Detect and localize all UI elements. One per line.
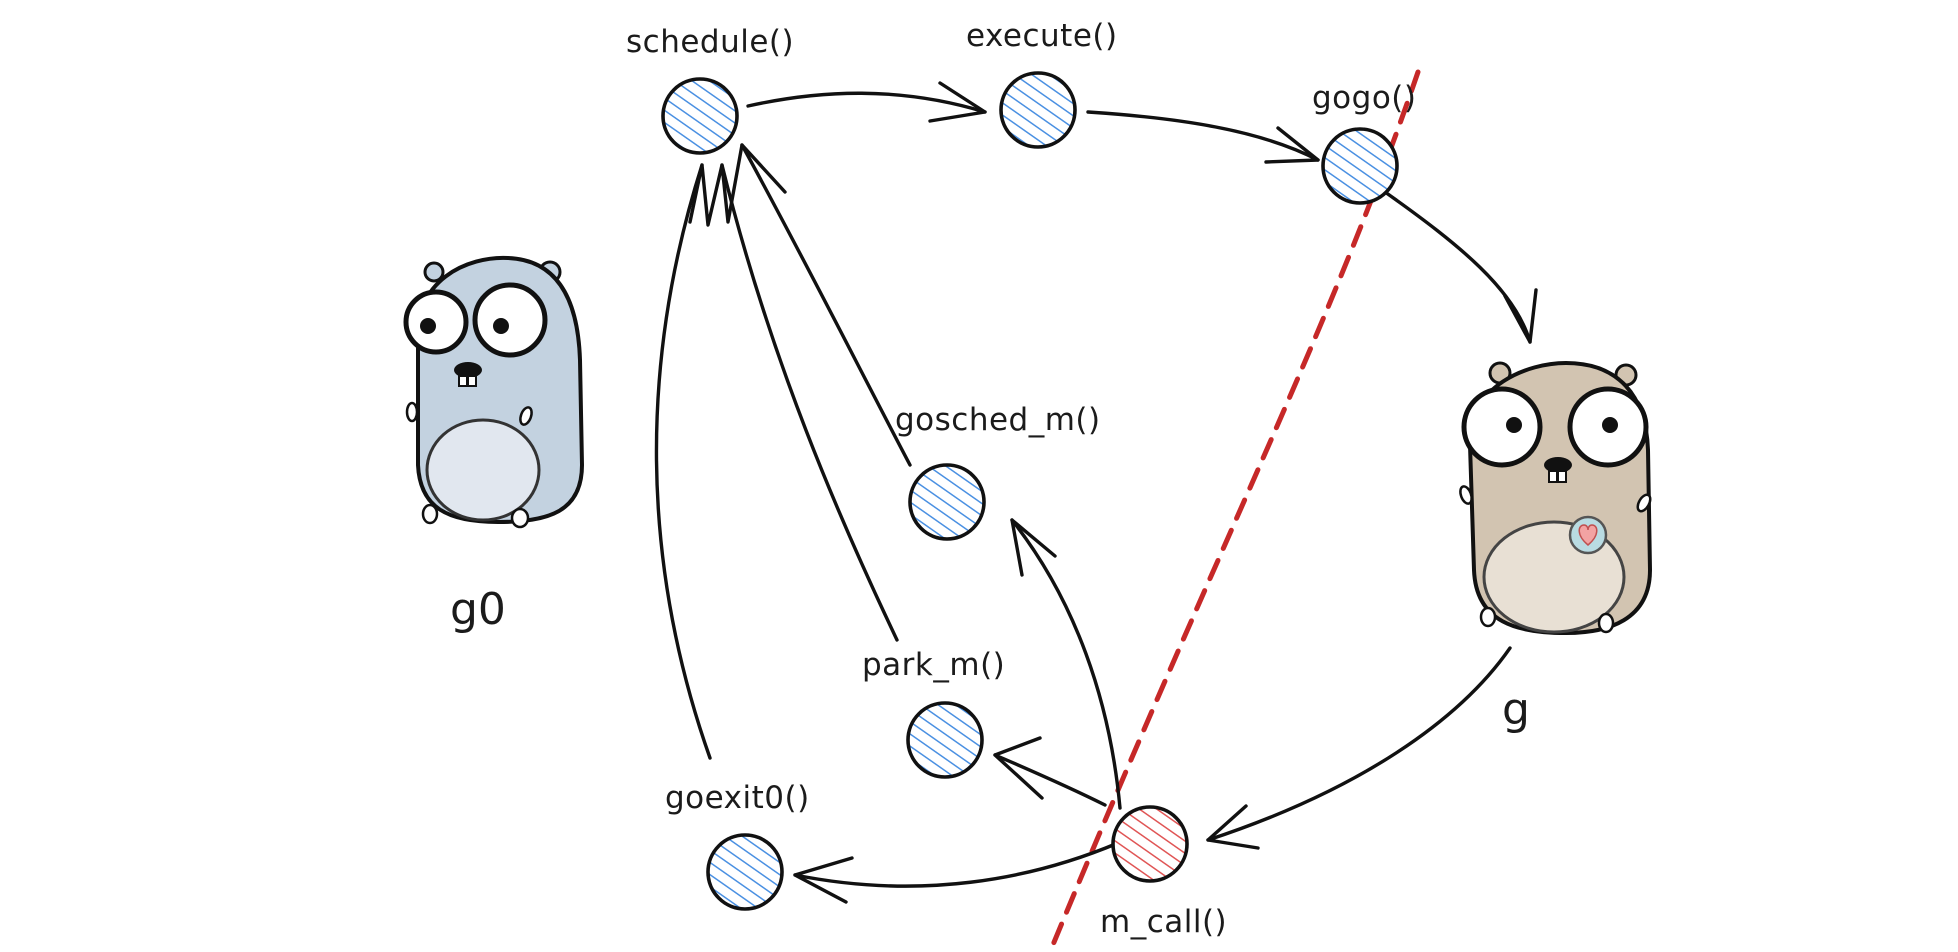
edge-gogo-g xyxy=(1383,190,1532,344)
edge-execute-gogo-arrowhead xyxy=(1264,126,1320,164)
gopher-g-label: g xyxy=(1502,684,1530,735)
edge-schedule-execute xyxy=(746,91,987,114)
edge-mcall-parkm xyxy=(993,753,1107,807)
gopher-g0-label: g0 xyxy=(450,584,506,635)
edge-g-mcall-arrowhead xyxy=(1206,804,1260,850)
edge-mcall-goschedm-arrowhead xyxy=(1010,518,1057,577)
label-goexit0: goexit0() xyxy=(665,780,810,816)
gopher-tan-icon xyxy=(1459,360,1653,636)
edge-schedule-execute-arrowhead xyxy=(928,81,987,123)
edge-mcall-goexit0-arrowhead xyxy=(793,856,854,904)
node-m-call xyxy=(1111,805,1189,883)
gopher-blue-icon xyxy=(403,255,585,529)
edge-goschedm-schedule xyxy=(740,143,912,467)
edge-into-schedule-arrowheads xyxy=(688,143,787,227)
label-execute: execute() xyxy=(966,18,1118,54)
node-labels: schedule() execute() gogo() gosched_m() … xyxy=(626,18,1416,940)
node-gosched-m xyxy=(908,463,986,541)
label-m-call: m_call() xyxy=(1100,904,1227,940)
nodes xyxy=(661,71,1399,911)
node-gogo xyxy=(1321,127,1399,205)
label-gogo: gogo() xyxy=(1312,80,1416,116)
edge-goexit0-schedule xyxy=(654,163,712,760)
label-schedule: schedule() xyxy=(626,24,794,60)
edges xyxy=(654,81,1538,904)
edge-mcall-goexit0 xyxy=(793,841,1120,888)
node-schedule xyxy=(661,77,739,155)
edge-execute-gogo xyxy=(1086,110,1320,162)
label-gosched-m: gosched_m() xyxy=(895,402,1101,438)
edge-mcall-parkm-arrowhead xyxy=(993,736,1044,800)
label-park-m: park_m() xyxy=(862,647,1005,683)
node-goexit0 xyxy=(706,833,784,911)
edge-mcall-goschedm xyxy=(1010,518,1122,810)
node-execute xyxy=(999,71,1077,149)
edge-gogo-g-arrowhead xyxy=(1503,288,1538,344)
edge-g-mcall xyxy=(1206,646,1512,842)
node-park-m xyxy=(906,701,984,779)
edge-parkm-schedule xyxy=(720,163,899,642)
